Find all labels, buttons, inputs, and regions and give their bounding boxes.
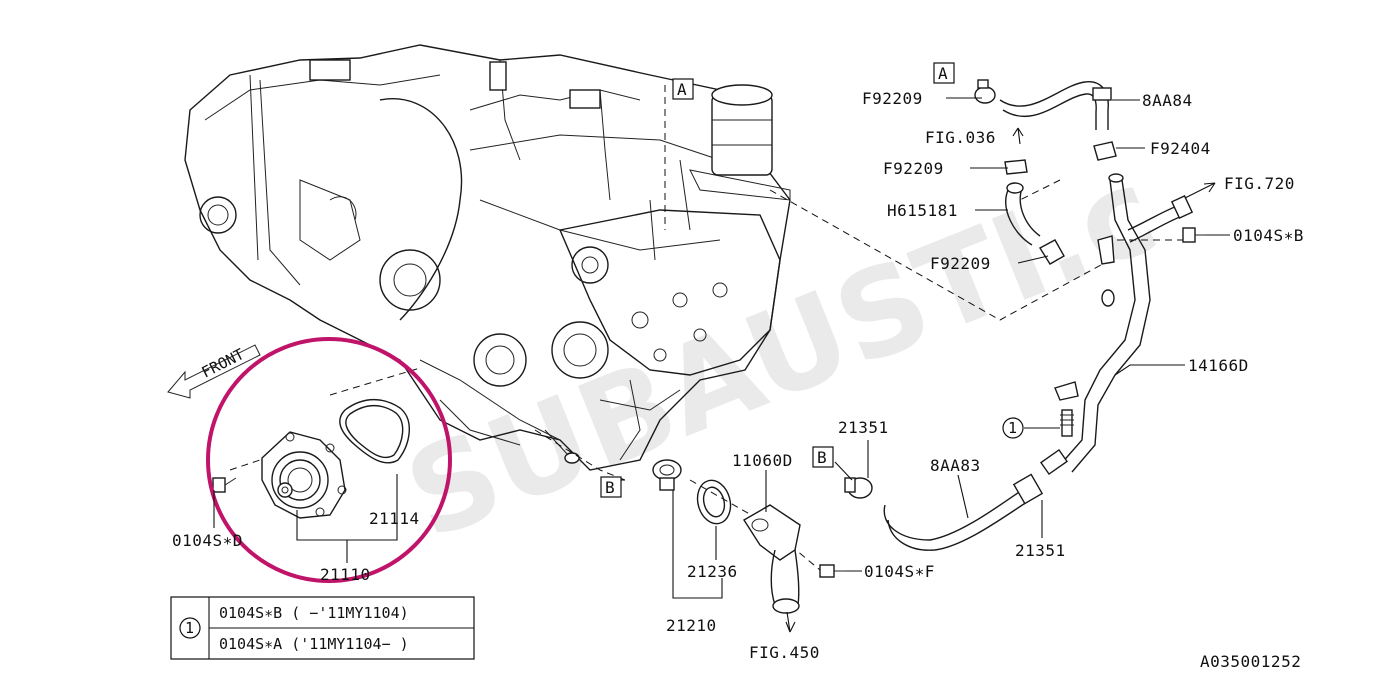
label-14166d: 14166D	[1188, 356, 1249, 375]
gasket-21236	[696, 479, 732, 525]
label-f92209-low: F92209	[930, 254, 991, 273]
label-21351-bottom: 21351	[1015, 541, 1066, 560]
callout-b-hose: B	[812, 446, 834, 468]
label-f92209-mid: F92209	[883, 159, 944, 178]
note-table: 1 0104S∗B ( −'11MY1104) 0104S∗A ('11MY11…	[170, 596, 475, 660]
label-21110: 21110	[320, 565, 371, 584]
label-fig036: FIG.036	[925, 128, 996, 147]
label-fig720: FIG.720	[1224, 174, 1295, 193]
callout-a-letter-engine: A	[677, 80, 687, 99]
callout-b-letter-engine: B	[605, 478, 615, 497]
diagram-id: A035001252	[1200, 652, 1301, 671]
pipe-14166d	[1039, 173, 1194, 476]
thermostat-21210	[652, 459, 682, 491]
clamp-f92209-top	[974, 79, 996, 104]
bolt-0104s-d	[212, 477, 237, 493]
hose-h615181	[1005, 182, 1041, 246]
note-1-circle: 1	[1002, 417, 1024, 439]
label-0104s-f: 0104S∗F	[864, 562, 935, 581]
bolt-0104s-b	[1182, 227, 1205, 243]
callout-b-engine: B	[600, 476, 622, 498]
pump-gasket-21114	[339, 398, 410, 464]
bolt-note-1	[1060, 409, 1074, 437]
engine-block-illustration	[184, 44, 791, 471]
clamp-21351-top	[844, 477, 873, 499]
callout-a-letter: A	[938, 64, 948, 83]
hose-8aa83	[883, 473, 1044, 551]
coolant-hose-8aa84	[999, 81, 1112, 130]
note-table-index: 1	[185, 619, 194, 637]
callout-a-top: A	[933, 62, 955, 84]
label-21236: 21236	[687, 562, 738, 581]
highlight-ring	[206, 337, 452, 583]
callout-a-engine: A	[672, 78, 694, 100]
label-21114: 21114	[369, 509, 420, 528]
label-0104s-d: 0104S∗D	[172, 531, 243, 550]
label-fig450: FIG.450	[749, 643, 820, 662]
label-21351-top: 21351	[838, 418, 889, 437]
callout-b-letter: B	[817, 448, 827, 467]
clamp-f92404	[1093, 141, 1117, 161]
label-11060d: 11060D	[732, 451, 793, 470]
watermark-text: SUBAUSTI.c	[389, 141, 1175, 566]
label-8aa84: 8AA84	[1142, 91, 1193, 110]
label-h615181: H615181	[887, 201, 958, 220]
note-table-row-2: 0104S∗A ('11MY1104− )	[219, 635, 409, 653]
label-f92404: F92404	[1150, 139, 1211, 158]
clamp-f92209-mid	[1004, 159, 1028, 175]
water-pump-21110	[261, 431, 347, 519]
note-table-row-1: 0104S∗B ( −'11MY1104)	[219, 604, 409, 622]
note-1-number: 1	[1008, 419, 1017, 437]
bolt-0104s-f	[819, 564, 845, 578]
label-21210: 21210	[666, 616, 717, 635]
leader-lines	[213, 97, 1230, 633]
dashed-reference-lines	[229, 85, 1185, 571]
label-0104s-b: 0104S∗B	[1233, 226, 1304, 245]
label-f92209-top: F92209	[862, 89, 923, 108]
clamp-f92209-low	[1039, 239, 1065, 265]
label-8aa83: 8AA83	[930, 456, 981, 475]
thermostat-cover-11060d	[743, 504, 801, 614]
